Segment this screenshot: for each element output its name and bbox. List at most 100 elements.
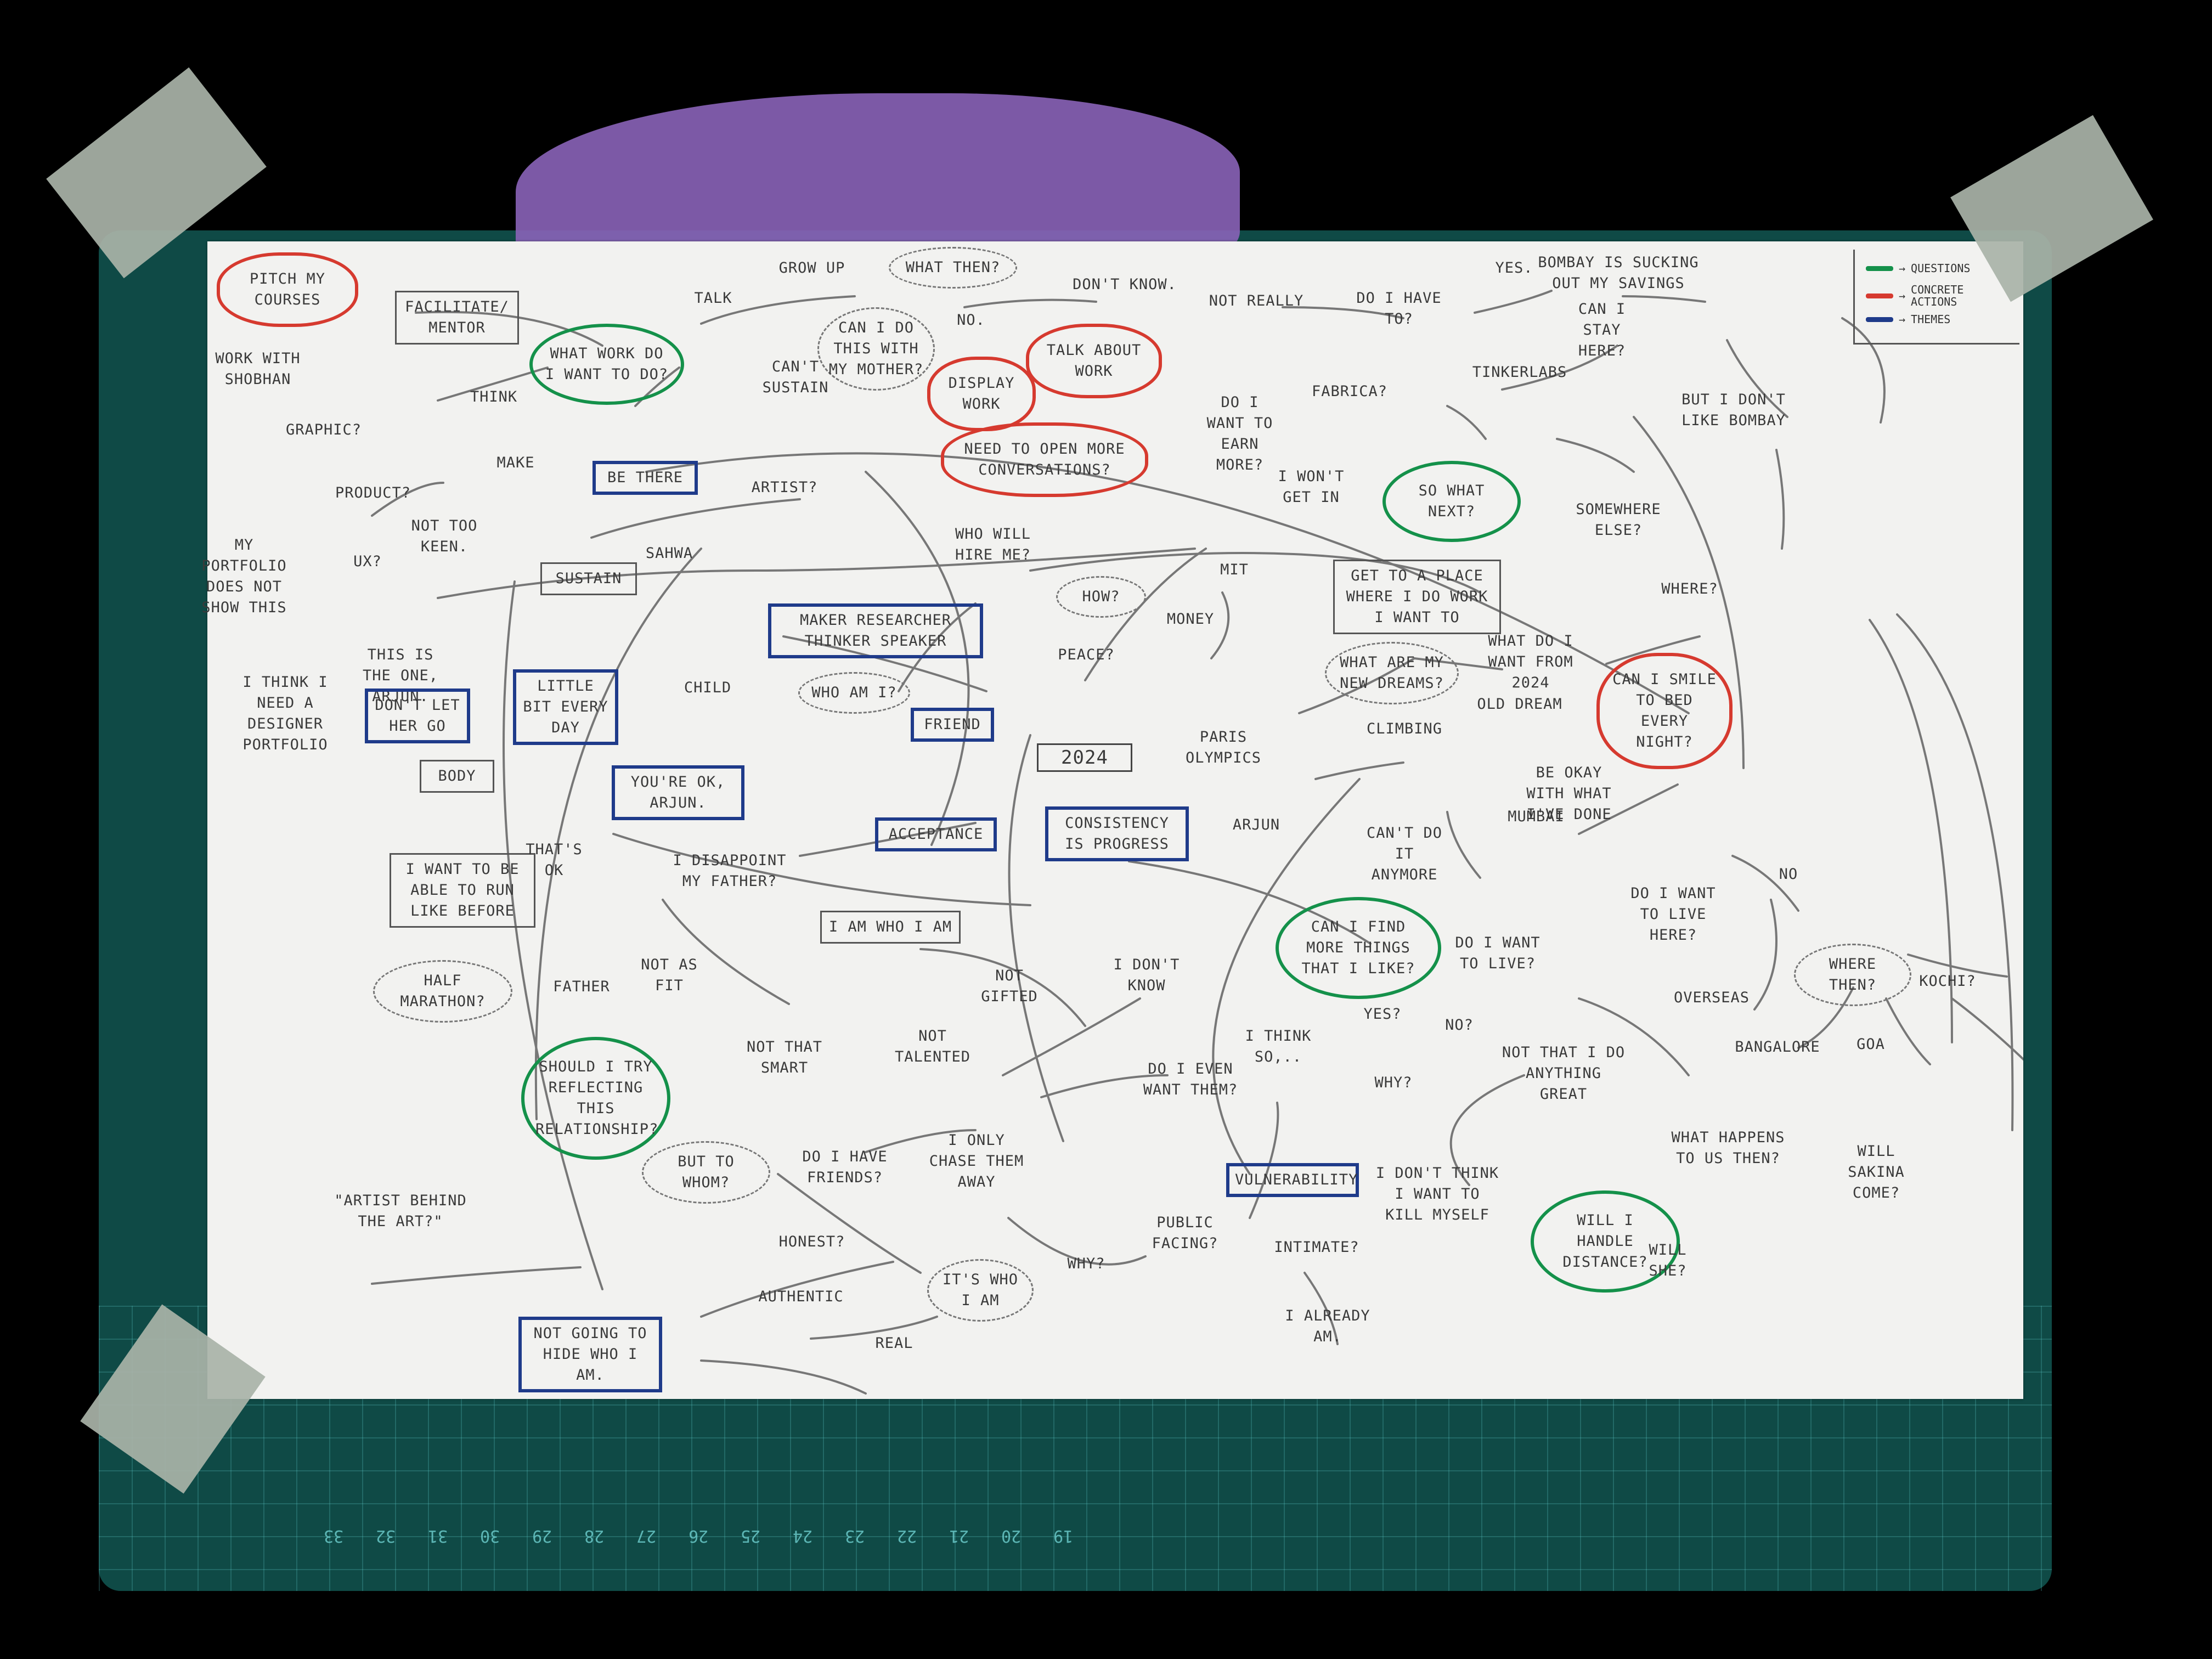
node-honest: HONEST? bbox=[778, 1233, 845, 1250]
node-half-marathon: HALF MARATHON? bbox=[373, 960, 512, 1023]
node-acceptance: ACCEPTANCE bbox=[875, 817, 997, 851]
node-yes1: YES. bbox=[1495, 259, 1533, 276]
node-how: HOW? bbox=[1056, 576, 1146, 618]
node-arjun: ARJUN bbox=[1232, 816, 1280, 833]
node-do-i-have-friends: DO I HAVE FRIENDS? bbox=[802, 1148, 888, 1186]
node-should-reflect: SHOULD I TRY REFLECTING THIS RELATIONSHI… bbox=[521, 1037, 670, 1160]
node-youre-ok: YOU'RE OK, ARJUN. bbox=[612, 765, 744, 820]
node-money: MONEY bbox=[1166, 611, 1215, 628]
node-what-want-2024: WHAT DO I WANT FROM 2024 bbox=[1488, 633, 1573, 691]
ruler-mark: 33 bbox=[324, 1526, 344, 1545]
node-smile: CAN I SMILE TO BED EVERY NIGHT? bbox=[1596, 653, 1733, 769]
node-y2024: 2024 bbox=[1037, 743, 1132, 772]
node-dont-think-kill: I DON'T THINK I WANT TO KILL MYSELF bbox=[1375, 1165, 1499, 1223]
node-so-what-next: SO WHAT NEXT? bbox=[1383, 461, 1521, 542]
node-who-hire: WHO WILL HIRE ME? bbox=[955, 526, 1031, 563]
ruler-mark: 24 bbox=[793, 1526, 813, 1545]
connection-lines bbox=[371, 290, 2023, 1395]
node-can-i-stay: CAN I STAY HERE? bbox=[1578, 301, 1626, 359]
node-little-bit: LITTLE BIT EVERY DAY bbox=[513, 669, 618, 745]
node-dont-know: DON'T KNOW. bbox=[1073, 276, 1177, 293]
legend-row-themes: →THEMES bbox=[1866, 313, 1950, 326]
node-be-there: BE THERE bbox=[592, 461, 698, 495]
node-thats-ok: THAT'S OK bbox=[526, 841, 583, 879]
node-who-am-i: WHO AM I? bbox=[798, 672, 910, 714]
ruler-mark: 20 bbox=[1001, 1526, 1022, 1545]
node-portfolio-show: MY PORTFOLIO DOES NOT SHOW THIS bbox=[201, 537, 287, 616]
node-artist: ARTIST? bbox=[751, 479, 818, 496]
node-mumbai: MUMBAI bbox=[1508, 808, 1565, 825]
node-not-as-fit: NOT AS FIT bbox=[641, 956, 698, 994]
node-will-she: WILL SHE? bbox=[1649, 1242, 1687, 1279]
node-be-okay: BE OKAY WITH WHAT I'VE DONE bbox=[1526, 764, 1612, 823]
ruler-mark: 19 bbox=[1053, 1526, 1074, 1545]
ruler-mark: 32 bbox=[376, 1526, 396, 1545]
node-kochi: KOCHI? bbox=[1919, 973, 1976, 990]
legend-row-questions: →QUESTIONS bbox=[1866, 262, 1970, 275]
node-yes2: YES? bbox=[1363, 1006, 1402, 1023]
node-talk: TALK bbox=[694, 290, 732, 307]
blue-swatch bbox=[1866, 317, 1893, 322]
ruler-mark: 28 bbox=[584, 1526, 605, 1545]
node-what-then: WHAT THEN? bbox=[889, 247, 1017, 289]
node-peace: PEACE? bbox=[1058, 646, 1115, 663]
legend-label: QUESTIONS bbox=[1911, 262, 1971, 275]
node-already-am: I ALREADY AM. bbox=[1285, 1307, 1370, 1345]
node-cant-sustain: CAN'T SUSTAIN bbox=[762, 358, 829, 396]
node-not-talented: NOT TALENTED bbox=[894, 1028, 971, 1065]
node-what-happens: WHAT HAPPENS TO US THEN? bbox=[1671, 1129, 1785, 1167]
node-do-i-want-live-here: DO I WANT TO LIVE HERE? bbox=[1630, 885, 1716, 944]
node-work-shoebhan: WORK WITH SHOBHAN bbox=[215, 350, 301, 388]
ruler-mark: 26 bbox=[689, 1526, 709, 1545]
node-fabrica: FABRICA? bbox=[1311, 383, 1388, 400]
legend: →QUESTIONS →CONCRETE ACTIONS →THEMES bbox=[1853, 250, 2019, 345]
ruler-mark: 31 bbox=[428, 1526, 448, 1545]
node-dont-know2: I DON'T KNOW bbox=[1113, 956, 1180, 994]
legend-label: CONCRETE ACTIONS bbox=[1911, 283, 1964, 308]
green-swatch bbox=[1866, 266, 1893, 271]
node-maker-group: MAKER RESEARCHER THINKER SPEAKER bbox=[768, 603, 983, 658]
node-public: PUBLIC FACING? bbox=[1152, 1214, 1218, 1252]
node-where-then: WHERE THEN? bbox=[1794, 944, 1911, 1006]
red-swatch bbox=[1866, 293, 1893, 298]
ruler-mark: 27 bbox=[636, 1526, 657, 1545]
node-authentic: AUTHENTIC bbox=[758, 1288, 844, 1305]
node-body: BODY bbox=[420, 760, 494, 793]
ruler-mark: 30 bbox=[480, 1526, 500, 1545]
ruler-mark: 22 bbox=[897, 1526, 917, 1545]
node-intimate: INTIMATE? bbox=[1274, 1239, 1359, 1256]
node-but-dont-like: BUT I DON'T LIKE BOMBAY bbox=[1681, 391, 1786, 429]
node-not-really: NOT REALLY bbox=[1209, 292, 1304, 309]
node-where: WHERE? bbox=[1661, 580, 1718, 597]
node-pitch: PITCH MY COURSES bbox=[217, 252, 358, 327]
node-get-to-place: GET TO A PLACE WHERE I DO WORK I WANT TO bbox=[1333, 560, 1501, 634]
node-its-who: IT'S WHO I AM bbox=[927, 1259, 1034, 1322]
ruler-mark: 23 bbox=[845, 1526, 865, 1545]
node-why1: WHY? bbox=[1374, 1074, 1413, 1091]
node-ux: UX? bbox=[353, 553, 382, 570]
node-wont-get-in: I WON'T GET IN bbox=[1278, 468, 1345, 506]
node-grow-up: GROW UP bbox=[778, 259, 845, 276]
node-overseas: OVERSEAS bbox=[1673, 989, 1750, 1006]
node-not-going-hide: NOT GOING TO HIDE WHO I AM. bbox=[518, 1317, 662, 1392]
node-father: FATHER bbox=[553, 978, 610, 995]
node-friend: FRIEND bbox=[911, 708, 994, 742]
node-tinkerlabs: TINKERLABS bbox=[1472, 364, 1567, 381]
node-can-i-do: CAN I DO THIS WITH MY MOTHER? bbox=[817, 307, 935, 391]
node-why2: WHY? bbox=[1067, 1255, 1105, 1272]
node-no1: NO. bbox=[957, 312, 985, 329]
node-i-think-so: I THINK SO,.. bbox=[1245, 1028, 1312, 1065]
node-talk-about-work: TALK ABOUT WORK bbox=[1026, 324, 1162, 398]
node-sahwa: SAHWA bbox=[645, 545, 693, 562]
node-think-designer: I THINK I NEED A DESIGNER PORTFOLIO bbox=[242, 674, 328, 753]
node-cant-do: CAN'T DO IT ANYMORE bbox=[1366, 825, 1443, 883]
node-what-work: WHAT WORK DO I WANT TO DO? bbox=[529, 324, 684, 405]
ruler-mark: 29 bbox=[532, 1526, 552, 1545]
node-i-am-who: I AM WHO I AM bbox=[820, 911, 961, 944]
node-no3: NO? bbox=[1445, 1017, 1474, 1034]
node-graphic: GRAPHIC? bbox=[285, 421, 362, 438]
node-child: CHILD bbox=[684, 679, 732, 696]
node-not-that-smart: NOT THAT SMART bbox=[746, 1039, 823, 1076]
node-dont-let: DON'T LET HER GO bbox=[365, 689, 470, 743]
